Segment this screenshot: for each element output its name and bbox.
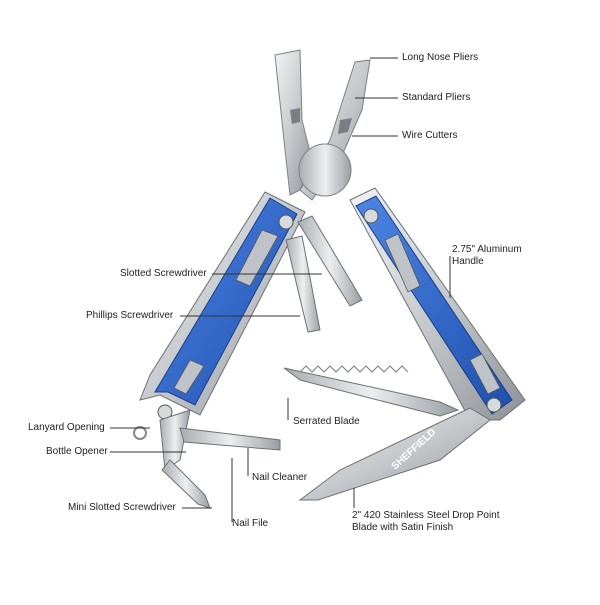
callout-nail-file: Nail File <box>232 518 269 529</box>
callout-slotted-screwdriver: Slotted Screwdriver <box>120 268 207 279</box>
callout-drop-point-blade: 2" 420 Stainless Steel Drop Point Blade … <box>352 510 500 534</box>
screwdriver-tools <box>285 215 363 333</box>
callout-aluminum-handle-line1: 2.75" Aluminum <box>452 244 522 255</box>
callout-mini-slotted-screwdriver: Mini Slotted Screwdriver <box>68 502 176 513</box>
leader-lines <box>110 57 451 522</box>
left-handle <box>139 191 306 420</box>
callout-drop-point-line2: Blade with Satin Finish <box>352 522 454 533</box>
pliers-jaws <box>274 49 371 201</box>
callout-aluminum-handle: 2.75" Aluminum Handle <box>452 244 522 268</box>
callout-lanyard-opening: Lanyard Opening <box>28 422 105 433</box>
right-handle <box>349 187 526 421</box>
callout-serrated-blade: Serrated Blade <box>293 416 360 427</box>
callout-nail-cleaner: Nail Cleaner <box>252 472 308 483</box>
callout-long-nose-pliers: Long Nose Pliers <box>402 52 479 63</box>
callout-wire-cutters: Wire Cutters <box>402 130 458 141</box>
callout-standard-pliers: Standard Pliers <box>402 92 471 103</box>
callout-drop-point-line1: 2" 420 Stainless Steel Drop Point <box>352 510 500 521</box>
callout-phillips-screwdriver: Phillips Screwdriver <box>86 310 174 321</box>
small-tools <box>133 409 281 509</box>
callout-aluminum-handle-line2: Handle <box>452 256 484 267</box>
serrated-blade <box>283 365 460 417</box>
callout-bottle-opener: Bottle Opener <box>46 446 108 457</box>
